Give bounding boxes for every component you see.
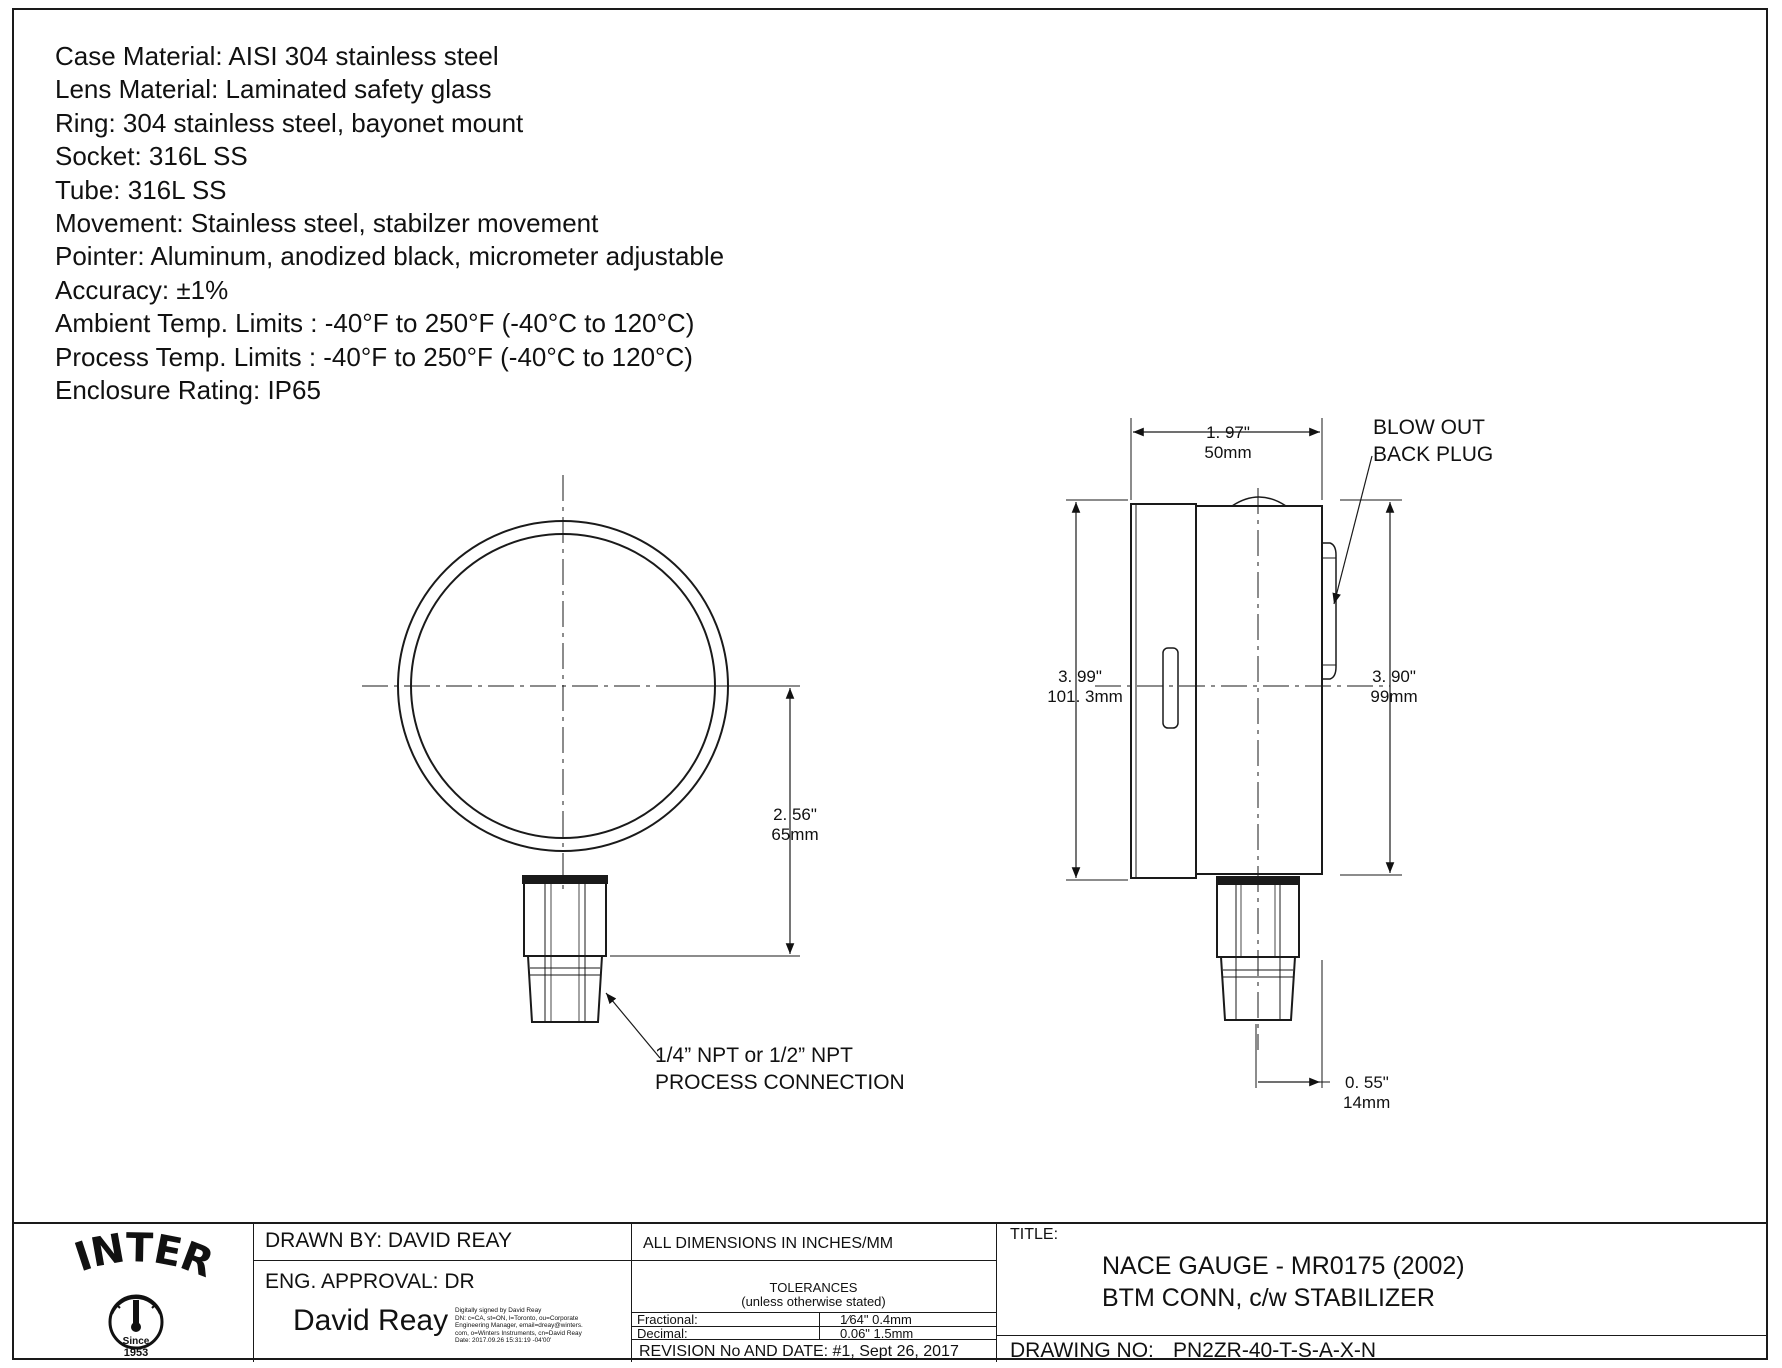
signature-meta-line: com, o=Winters Instruments, cn=David Rea…	[455, 1329, 582, 1337]
dim-case-height-mm: 99mm	[1370, 687, 1417, 706]
eng-approval: ENG. APPROVAL: DR	[265, 1270, 475, 1293]
title-block: WINTERS Since 1953 DRAWN BY: DAVID REAY …	[0, 1188, 1768, 1362]
drawing-no-label: DRAWING NO:	[1010, 1339, 1154, 1362]
spec-accuracy: Accuracy: ±1%	[55, 274, 229, 305]
spec-socket: Socket: 316L SS	[55, 141, 248, 172]
socket-collar	[522, 875, 608, 884]
signature: David Reay	[293, 1304, 449, 1337]
dim-center-to-thread-in: 2. 56"	[773, 805, 817, 824]
title-line-2: BTM CONN, c/w STABILIZER	[1102, 1284, 1435, 1312]
front-view	[362, 475, 800, 1059]
bayonet-lug	[1162, 647, 1179, 729]
blow-out-label-1: BLOW OUT	[1373, 416, 1485, 439]
spec-ambient-temp: Ambient Temp. Limits : -40°F to 250°F (-…	[55, 308, 695, 339]
socket-hex	[523, 882, 607, 957]
decimal-value: 0.06" 1.5mm	[840, 1326, 914, 1341]
specifications-list: Case Material: AISI 304 stainless steel …	[55, 40, 724, 407]
fractional-label: Fractional:	[637, 1312, 698, 1327]
spec-lens-material: Lens Material: Laminated safety glass	[55, 74, 492, 105]
blow-out-label-2: BACK PLUG	[1373, 443, 1493, 466]
tolerances-heading: TOLERANCES	[769, 1280, 858, 1295]
signature-meta-line: Digitally signed by David Reay	[455, 1307, 542, 1314]
dim-socket-mm: 14mm	[1343, 1093, 1390, 1112]
winters-logo: WINTERS Since 1953	[0, 1188, 253, 1360]
decimal-label: Decimal:	[637, 1326, 688, 1341]
dim-case-dia-mm: 101. 3mm	[1047, 687, 1123, 706]
spec-enclosure: Enclosure Rating: IP65	[55, 375, 321, 406]
signature-meta-line: Date: 2017.09.26 15:31:19 -04'00'	[455, 1337, 552, 1345]
blow-out-plug	[1322, 542, 1337, 680]
spec-tube: Tube: 316L SS	[55, 174, 227, 205]
spec-process-temp: Process Temp. Limits : -40°F to 250°F (-…	[55, 341, 693, 372]
signature-meta-line: DN: c=CA, st=ON, l=Toronto, ou=Corporate	[455, 1314, 579, 1322]
drawing-border	[12, 8, 1768, 1360]
signature-metadata: Digitally signed by David Reay DN: c=CA,…	[455, 1307, 583, 1345]
dim-socket-in: 0. 55"	[1345, 1073, 1389, 1092]
drawn-by: DRAWN BY: DAVID REAY	[265, 1229, 512, 1252]
revision-info: REVISION No AND DATE: #1, Sept 26, 2017	[639, 1343, 959, 1360]
winters-logo-graphic: WINTERS Since 1953	[0, 1188, 220, 1359]
top-boss	[1231, 496, 1287, 507]
logo-since: Since	[123, 1336, 150, 1347]
signature-meta-line: Engineering Manager, email=dreay@winters…	[455, 1322, 583, 1330]
title-line-1: NACE GAUGE - MR0175 (2002)	[1102, 1252, 1465, 1280]
tolerances-subheading: (unless otherwise stated)	[741, 1294, 886, 1309]
process-connection-label-2: PROCESS CONNECTION	[655, 1071, 905, 1094]
spec-ring: Ring: 304 stainless steel, bayonet mount	[55, 107, 524, 138]
dim-depth-mm: 50mm	[1204, 443, 1251, 462]
dim-case-dia-in: 3. 99"	[1058, 667, 1102, 686]
logo-year: 1953	[124, 1347, 148, 1359]
drawing-no: PN2ZR-40-T-S-A-X-N	[1173, 1339, 1377, 1362]
all-dimensions-note: ALL DIMENSIONS IN INCHES/MM	[643, 1235, 894, 1252]
fractional-value: 1⁄64" 0.4mm	[840, 1312, 912, 1327]
dim-center-to-thread-mm: 65mm	[771, 825, 818, 844]
case-body	[1196, 505, 1323, 875]
logo-wordmark: WINTERS	[12, 1224, 219, 1287]
process-connection-label-1: 1/4” NPT or 1/2” NPT	[655, 1044, 853, 1067]
technical-drawing: 2. 56" 65mm 1/4” NPT or 1/2” NPT PROCESS…	[362, 416, 1493, 1112]
dim-depth-in: 1. 97"	[1206, 423, 1250, 442]
spec-pointer: Pointer: Aluminum, anodized black, micro…	[55, 241, 725, 272]
spec-movement: Movement: Stainless steel, stabilzer mov…	[55, 208, 599, 239]
spec-case-material: Case Material: AISI 304 stainless steel	[55, 41, 499, 71]
bezel-ring	[1130, 503, 1197, 879]
title-label: TITLE:	[1010, 1226, 1059, 1243]
side-view	[1066, 418, 1402, 1088]
logo-gauge-icon	[108, 1294, 164, 1350]
npt-thread	[526, 955, 604, 1023]
dim-case-height-in: 3. 90"	[1372, 667, 1416, 686]
